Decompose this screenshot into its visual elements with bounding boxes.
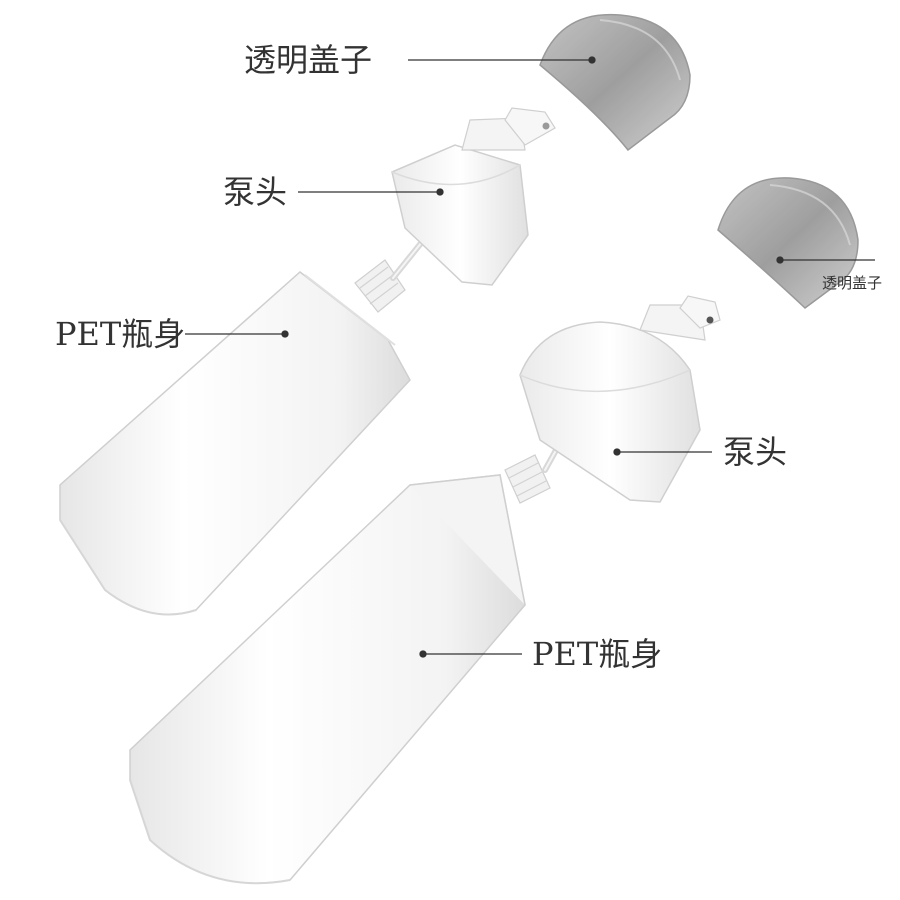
right-bottle-neck	[504, 454, 551, 504]
label-left-pump: 泵头	[223, 173, 288, 211]
right-pump-head	[519, 295, 721, 503]
right-bottle-body	[129, 474, 526, 885]
right-clear-cap	[717, 177, 859, 309]
label-right-cap: 透明盖子	[822, 274, 883, 292]
left-clear-cap	[539, 13, 691, 152]
label-left-body: PET瓶身	[55, 315, 186, 353]
left-bottle-body	[59, 271, 411, 616]
label-right-pump: 泵头	[723, 433, 788, 471]
label-right-body: PET瓶身	[532, 635, 663, 673]
leader-lines	[185, 56, 875, 658]
left-bottle-neck	[354, 259, 406, 313]
label-left-cap: 透明盖子	[244, 41, 373, 79]
left-pump-head	[391, 107, 556, 286]
